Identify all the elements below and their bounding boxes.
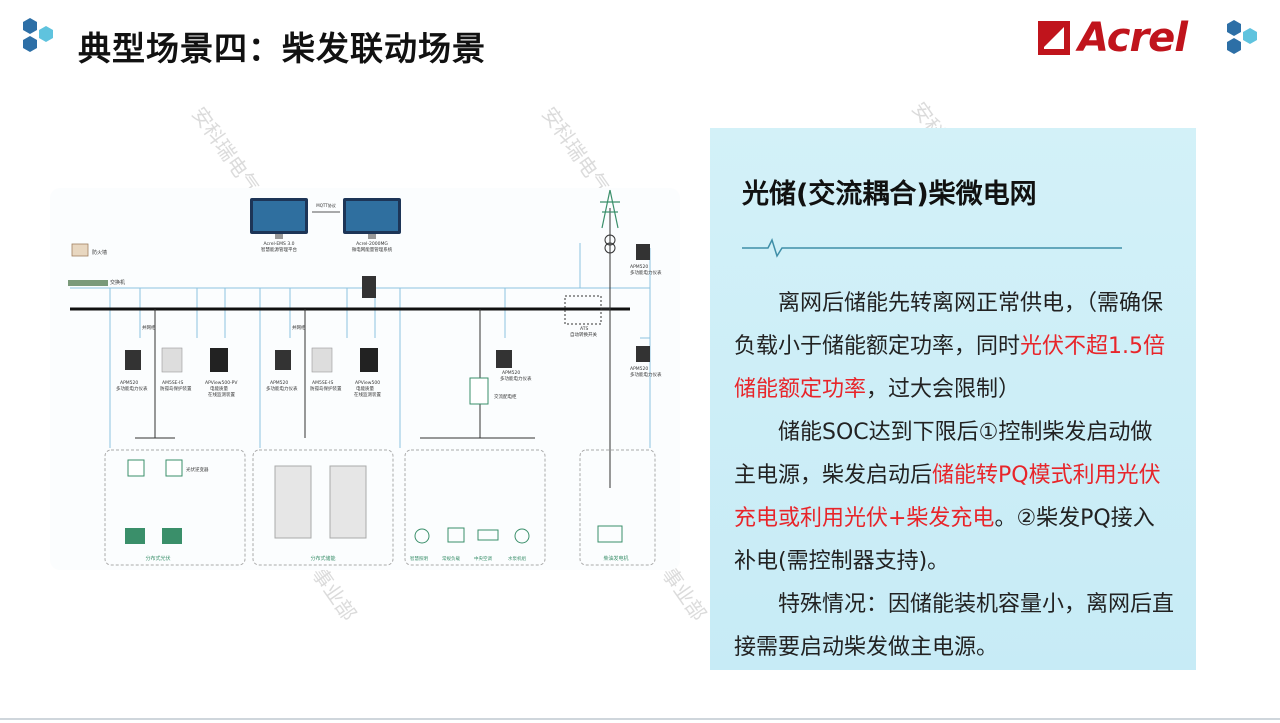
storage-label: 分布式储能 [310,555,335,562]
paragraph-1: 离网后储能先转离网正常供电，（需确保负载小于储能额定功率，同时光伏不超1.5倍储… [734,291,1166,402]
watermark: 安科瑞电气 [187,102,265,198]
pq2-desc2: 在线监测装置 [354,391,381,398]
panel-title: 光储(交流耦合)柴微电网 [742,179,1037,210]
paragraph-3: 特殊情况：因储能装机容量小，离网后直接需要启动柴发做主电源。 [734,592,1175,660]
microgrid-diagram: MQTT协议 Acrel-EMS 3.0 智慧能源管理平台 Acrel-2000… [50,188,680,570]
grid-switch-label: 并网柜 [142,324,156,331]
meter-icon [496,350,512,368]
protection-device-icon [311,347,333,373]
pump-icon [514,528,530,544]
firewall-label: 防火墙 [92,249,107,256]
ac-cabinet-icon [469,377,489,405]
protect-desc: 防孤岛保护装置 [160,385,192,392]
meter-icon [125,350,141,370]
page-title: 典型场景四：柴发联动场景 [78,29,486,68]
meter-label: APM520 [502,370,520,376]
protect-model: AM5SE-IS [312,380,333,386]
footer-divider [0,718,1280,720]
platform2-desc: 微电网能量管理系统 [352,246,393,253]
pq-monitor-icon [210,348,228,372]
meter-label: APM520 [630,366,648,372]
ats-box [564,295,602,325]
firewall-icon [71,243,89,257]
pq1-desc2: 在线监测装置 [208,391,235,398]
pq2-desc1: 电能质量 [356,385,374,392]
platform2-name: Acrel-2000MG [356,241,388,247]
description-panel [710,128,1196,670]
ats-desc: 自动转换开关 [570,331,597,338]
pq2-model: APView500 [355,380,380,386]
acrel-logo: Acrel [1036,14,1188,62]
logo-hexagon-icon [1227,20,1257,54]
switch-icon [68,280,108,286]
lightbulb-icon [414,528,430,544]
inverter-icon [127,459,145,477]
meter-desc: 多功能电力仪表 [116,385,148,392]
inverter-label: 光伏逆变器 [186,466,209,473]
ats-label: ATS [580,326,588,332]
protection-device-icon [161,347,183,373]
diesel-generator-icon [597,525,623,543]
air-conditioner-icon [477,529,499,541]
gateway-device-icon [362,276,376,298]
load-normal-label: 常规负载 [442,555,460,562]
load-pump-label: 水泵机组 [508,555,526,562]
meter-desc: 多功能电力仪表 [630,371,662,378]
solar-panel-icon [162,528,182,544]
meter-icon [636,346,650,362]
meter-label: APM520 [120,380,138,386]
meter-label: APM520 [270,380,288,386]
pq1-desc1: 电能质量 [210,385,228,392]
meter-icon [636,244,650,260]
protect-model: AM5SE-IS [162,380,183,386]
switch-label: 交换机 [110,279,125,286]
solar-panel-icon [125,528,145,544]
storage-cabinet-icon [329,465,367,539]
meter-label: APM520 [630,264,648,270]
meter-desc: 多功能电力仪表 [630,269,662,276]
acrel-logo-mark-icon [1038,21,1070,55]
logo-text: Acrel [1078,15,1188,61]
pq-monitor-icon [360,348,378,372]
meter-desc: 多功能电力仪表 [266,385,298,392]
grid-switch-label: 并网柜 [292,324,306,331]
storage-cabinet-icon [274,465,312,539]
diesel-label: 柴油发电机 [603,555,628,562]
protect-desc: 防孤岛保护装置 [310,385,342,392]
pq1-model: APView500-PV [205,380,238,386]
meter-desc: 多功能电力仪表 [500,375,532,382]
ac-cabinet-label: 交流配电柜 [494,393,517,400]
load-ac-label: 中央空调 [474,555,492,562]
hexagon-deco-icon [23,18,53,52]
paragraph-2: 储能SOC达到下限后①控制柴发启动做主电源，柴发启动后储能转PQ模式利用光伏充电… [734,420,1161,574]
platform1-desc: 智慧能源管理平台 [261,246,297,253]
wave-divider-icon [742,238,1122,258]
pv-label: 分布式光伏 [145,555,170,562]
mqtt-label: MQTT协议 [316,202,335,208]
panel-body: 离网后储能先转离网正常供电，（需确保负载小于储能额定功率，同时光伏不超1.5倍储… [734,282,1174,669]
inverter-icon [165,459,183,477]
load-light-label: 智慧照明 [410,555,428,562]
transmission-tower-icon [600,189,620,229]
platform1-name: Acrel-EMS 3.0 [263,241,294,247]
monitor-icon [250,198,401,239]
meter-icon [275,350,291,370]
motor-icon [447,527,465,543]
